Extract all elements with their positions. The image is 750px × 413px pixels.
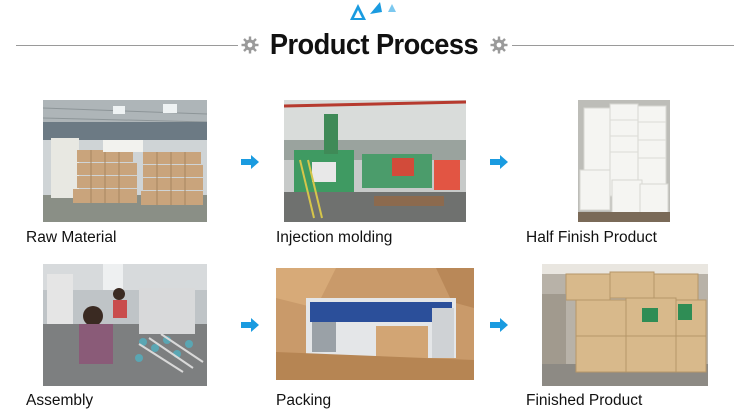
header-rule-left <box>16 45 238 46</box>
step-label: Assembly <box>26 392 94 409</box>
open-carton-box-photo <box>276 268 474 380</box>
arrow-right-icon <box>241 318 259 332</box>
gear-icon <box>490 36 508 54</box>
gear-icon <box>241 36 259 54</box>
warehouse-sacks-photo <box>43 100 207 222</box>
assembly-worker-photo <box>43 264 207 386</box>
arrow-right-icon <box>490 318 508 332</box>
triangles-icon <box>350 2 396 20</box>
header-rule-right <box>512 45 734 46</box>
step-label: Finished Product <box>526 392 643 409</box>
step-label: Packing <box>276 392 332 409</box>
stacked-cartons-photo <box>542 264 708 386</box>
step-label: Half Finish Product <box>526 229 657 246</box>
arrow-right-icon <box>241 155 259 169</box>
step-label: Injection molding <box>276 229 393 246</box>
page-title: Product Process <box>269 29 479 61</box>
step-label: Raw Material <box>26 229 117 246</box>
injection-molding-machine-photo <box>284 100 466 222</box>
stacked-white-foam-photo <box>578 100 670 222</box>
arrow-right-icon <box>490 155 508 169</box>
